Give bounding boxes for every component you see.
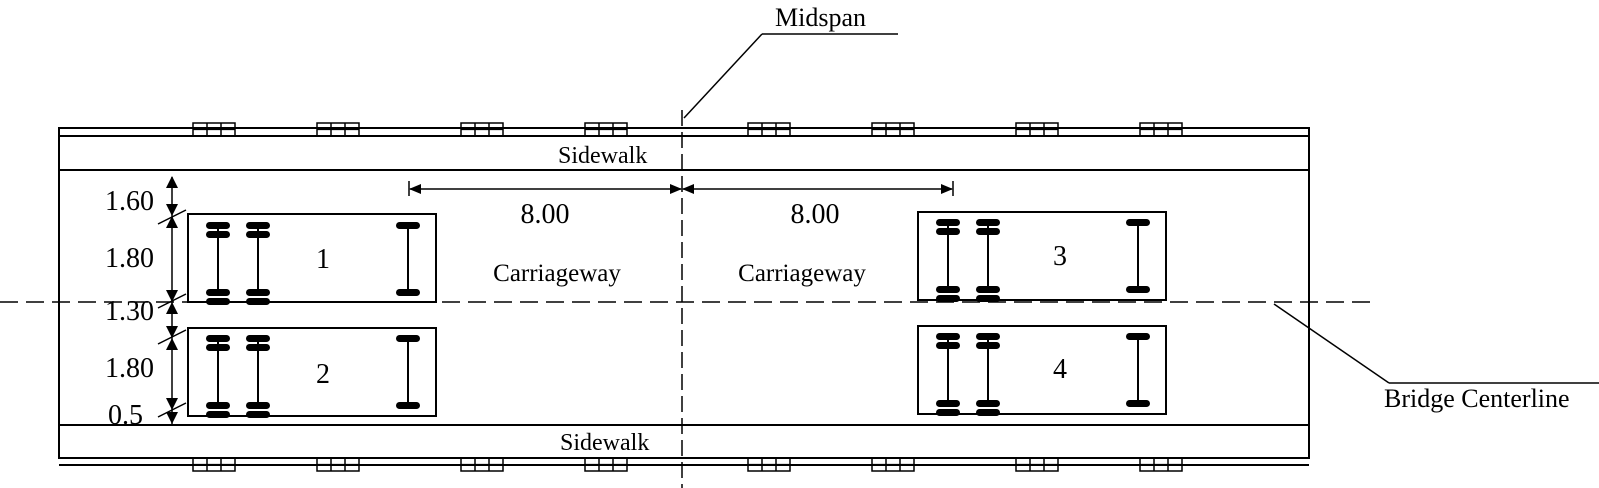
- vehicle-3: 3: [917, 211, 1167, 302]
- wheel: [206, 289, 230, 296]
- bearing: [1015, 457, 1059, 472]
- bearing: [192, 457, 236, 472]
- wheel: [936, 286, 960, 293]
- axle: [1126, 333, 1150, 407]
- axle: [206, 222, 230, 305]
- wheel: [206, 402, 230, 409]
- bearing: [584, 122, 628, 137]
- wheel: [246, 231, 270, 238]
- wheel: [936, 342, 960, 349]
- axle: [936, 333, 960, 416]
- midspan-line: [681, 33, 898, 488]
- wheel: [246, 335, 270, 342]
- bridge-centerline: [0, 301, 1599, 384]
- wheel: [976, 286, 1000, 293]
- wheel: [936, 409, 960, 416]
- sidewalk-top-label: Sidewalk: [558, 143, 647, 169]
- wheel: [246, 222, 270, 229]
- wheel: [246, 344, 270, 351]
- offset-2: 1.80: [105, 243, 154, 274]
- wheel: [976, 342, 1000, 349]
- axle: [396, 335, 420, 409]
- offset-3: 1.30: [105, 296, 154, 327]
- wheel: [976, 295, 1000, 302]
- wheel: [206, 344, 230, 351]
- vehicle-4: 4: [917, 325, 1167, 416]
- wheel: [396, 289, 420, 296]
- wheel: [976, 333, 1000, 340]
- wheel: [206, 298, 230, 305]
- carriageway-left-label: Carriageway: [493, 260, 621, 287]
- wheel: [396, 222, 420, 229]
- wheel: [246, 298, 270, 305]
- offset-4: 1.80: [105, 353, 154, 384]
- wheel: [246, 411, 270, 418]
- bearing: [871, 457, 915, 472]
- span-right-value: 8.00: [791, 199, 840, 230]
- wheel: [1126, 219, 1150, 226]
- sidewalk-bottom-label: Sidewalk: [560, 430, 649, 456]
- wheel: [936, 333, 960, 340]
- span-left-value: 8.00: [521, 199, 570, 230]
- bearing: [460, 122, 504, 137]
- wheel: [936, 219, 960, 226]
- wheel: [976, 219, 1000, 226]
- vehicle-3-number: 3: [1053, 241, 1067, 272]
- axle: [976, 333, 1000, 416]
- axle: [976, 219, 1000, 302]
- bearing: [1139, 457, 1183, 472]
- bearing: [316, 122, 360, 137]
- bearing: [747, 122, 791, 137]
- axle: [396, 222, 420, 296]
- bearing: [316, 457, 360, 472]
- offset-5: 0.5: [108, 400, 143, 431]
- bearing: [584, 457, 628, 472]
- wheel: [936, 400, 960, 407]
- bearing: [460, 457, 504, 472]
- lateral-dimension-chain: [157, 176, 187, 424]
- wheel: [396, 335, 420, 342]
- wheel: [1126, 400, 1150, 407]
- vehicle-1-number: 1: [316, 244, 330, 275]
- bridge-centerline-label: Bridge Centerline: [1384, 384, 1570, 413]
- bearing: [747, 457, 791, 472]
- axle: [936, 219, 960, 302]
- carriageway-right-label: Carriageway: [738, 260, 866, 287]
- vehicle-1: 1: [187, 213, 437, 305]
- wheel: [206, 335, 230, 342]
- wheel: [246, 402, 270, 409]
- wheel: [206, 222, 230, 229]
- axle: [246, 335, 270, 418]
- bearings-top: [192, 122, 1183, 137]
- bearings-bottom: [192, 457, 1183, 472]
- vehicle-2-number: 2: [316, 359, 330, 390]
- wheel: [1126, 286, 1150, 293]
- span-dimension-arrows: [408, 181, 954, 196]
- wheel: [1126, 333, 1150, 340]
- bearing: [1139, 122, 1183, 137]
- wheel: [936, 295, 960, 302]
- bearing: [871, 122, 915, 137]
- bearing: [192, 122, 236, 137]
- wheel: [206, 411, 230, 418]
- bearing: [1015, 122, 1059, 137]
- wheel: [206, 231, 230, 238]
- bridge-deck: [58, 127, 1310, 466]
- wheel: [976, 228, 1000, 235]
- wheel: [396, 402, 420, 409]
- vehicle-2: 2: [187, 327, 437, 418]
- offset-1: 1.60: [105, 186, 154, 217]
- axle: [206, 335, 230, 418]
- axle: [246, 222, 270, 305]
- axle: [1126, 219, 1150, 293]
- wheel: [976, 409, 1000, 416]
- wheel: [976, 400, 1000, 407]
- wheel: [246, 289, 270, 296]
- vehicle-4-number: 4: [1053, 354, 1067, 385]
- wheel: [936, 228, 960, 235]
- midspan-label: Midspan: [775, 3, 866, 32]
